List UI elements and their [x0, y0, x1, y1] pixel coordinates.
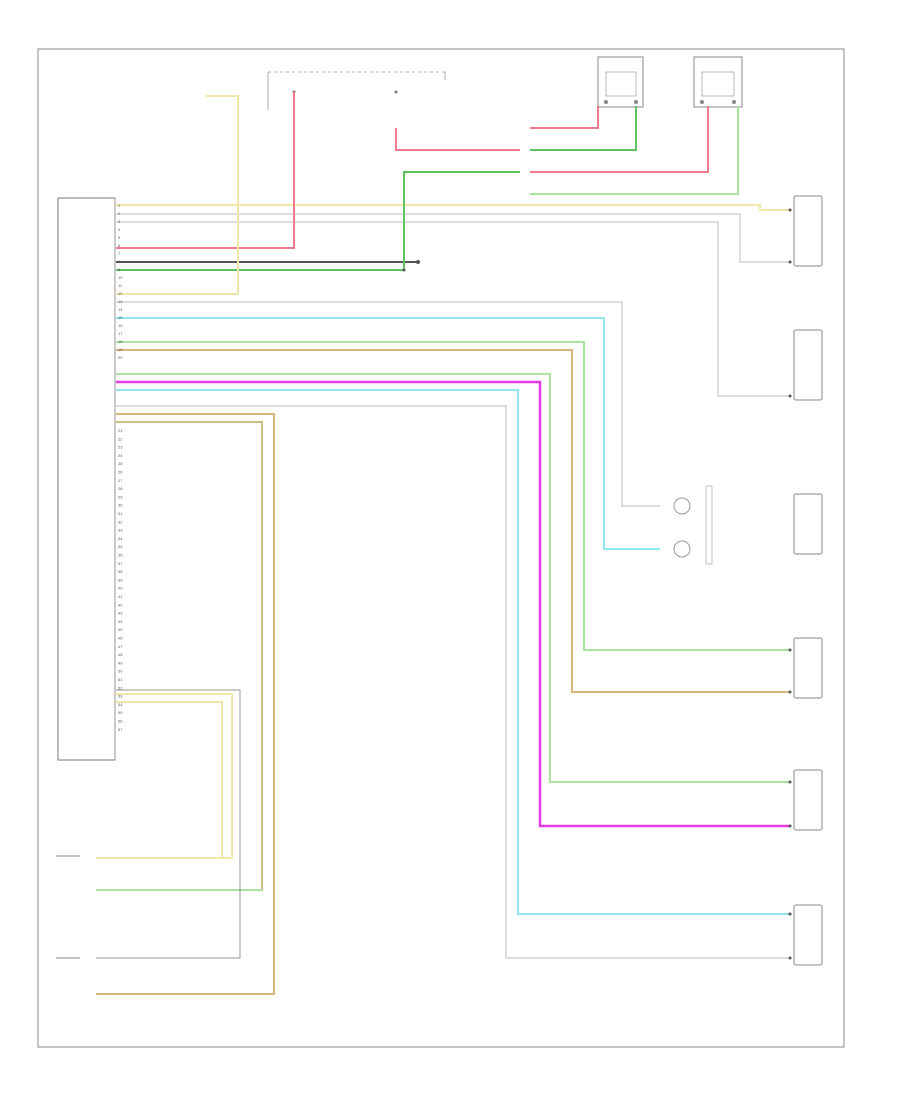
module-pin-label: 7 [118, 251, 121, 256]
diagram-border [37, 48, 845, 1048]
wire-red-fuse [116, 92, 295, 249]
side-sensor-group [673, 485, 713, 565]
module-pin-label: 35 [118, 544, 123, 549]
wire-tan-lower-b [116, 701, 223, 858]
wire-green-cluster-a [530, 106, 637, 151]
wires [96, 92, 790, 995]
module-pin-label: 1 [118, 203, 121, 208]
module-pin-label: 28 [118, 486, 123, 491]
module-pin-label: 34 [118, 536, 123, 541]
module-pin-label: 27 [118, 478, 123, 483]
module-pin-label: 57 [118, 727, 123, 732]
module-pin-label: 14 [118, 307, 123, 312]
module-pin-label: 13 [118, 299, 123, 304]
module-pin-label: 22 [118, 436, 123, 441]
module-pin-label: 46 [118, 636, 123, 641]
module-pin-labels-bottom: 21 22 23 24 25 26 27 28 29 30 31 32 33 34 35 36 37 38 39 40… [118, 428, 123, 732]
module-pin-label: 32 [118, 519, 123, 524]
wire-lightgreen-front [116, 341, 790, 651]
module-pin-label: 48 [118, 652, 123, 657]
module-pin-label: 21 [118, 428, 123, 433]
module-pin-label: 36 [118, 553, 123, 558]
module-pin-label: 29 [118, 494, 123, 499]
module-pin-label: 16 [118, 323, 123, 328]
wire-red-cluster-b [530, 106, 709, 173]
module-pin-label: 25 [118, 461, 123, 466]
wire-gray-2 [116, 221, 790, 397]
module-pin-label: 50 [118, 669, 123, 674]
control-module [57, 197, 116, 761]
wire-green-cluster-b [530, 106, 739, 195]
wire-tan-lower-a [96, 693, 233, 859]
wire-cyan-side [116, 317, 660, 550]
wire-yellow-top [116, 204, 790, 211]
module-pin-label: 44 [118, 619, 123, 624]
wire-tan-front [116, 349, 790, 693]
module-pin-label: 52 [118, 685, 123, 690]
module-pin-label: 2 [118, 211, 121, 216]
module-pin-label: 45 [118, 627, 123, 632]
module-pin-label: 10 [118, 275, 123, 280]
module-pin-label: 56 [118, 719, 123, 724]
module-pin-label: 18 [118, 339, 123, 344]
seat-sensor-group [56, 855, 80, 959]
module-pin-label: 54 [118, 702, 123, 707]
module-pin-label: 26 [118, 470, 123, 475]
module-pin-label: 12 [118, 291, 123, 296]
module-pin-label: 38 [118, 569, 123, 574]
module-pin-label: 8 [118, 259, 121, 264]
wire-tan-top [116, 95, 239, 295]
wire-tan-seat-a [96, 413, 275, 995]
wire-green-rightfront [116, 373, 790, 783]
instrument-panel-cluster-block [597, 56, 644, 108]
module-pin-label: 51 [118, 677, 123, 682]
module-pin-label: 42 [118, 602, 123, 607]
cluster-block-2 [693, 56, 743, 108]
module-pin-label: 30 [118, 503, 123, 508]
module-pin-label: 11 [118, 283, 123, 288]
splice-dots [402, 208, 792, 960]
module-pin-label: 19 [118, 347, 123, 352]
module-pin-label: 20 [118, 355, 123, 360]
module-pin-label: 41 [118, 594, 123, 599]
module-pin-label: 31 [118, 511, 123, 516]
module-pin-label: 9 [118, 267, 121, 272]
module-pin-label: 23 [118, 445, 123, 450]
module-pin-label: 6 [118, 243, 121, 248]
module-pin-label: 33 [118, 528, 123, 533]
module-pin-label: 24 [118, 453, 123, 458]
module-pin-label: 47 [118, 644, 123, 649]
wire-red-upper [395, 128, 520, 151]
module-pin-label: 15 [118, 315, 123, 320]
module-pin-label: 3 [118, 219, 121, 224]
module-pin-label: 37 [118, 561, 123, 566]
module-pin-label: 43 [118, 611, 123, 616]
module-pin-label: 39 [118, 577, 123, 582]
wire-gray-side [116, 301, 660, 507]
wire-red-cluster-a [530, 106, 599, 129]
wire-gray-1 [116, 213, 790, 263]
module-pin-label: 53 [118, 694, 123, 699]
module-pin-label: 17 [118, 331, 123, 336]
wire-cyan-long [116, 389, 790, 915]
module-pin-label: 5 [118, 235, 121, 240]
module-pin-label: 49 [118, 660, 123, 665]
wire-magenta [116, 380, 790, 828]
right-sensor-group [793, 195, 823, 966]
module-pin-label: 55 [118, 710, 123, 715]
wire-gray-lower [96, 689, 241, 959]
module-pin-label: 4 [118, 227, 121, 232]
wire-green-cluster [116, 171, 520, 271]
module-pin-label: 40 [118, 586, 123, 591]
wire-gray-long [116, 405, 790, 959]
